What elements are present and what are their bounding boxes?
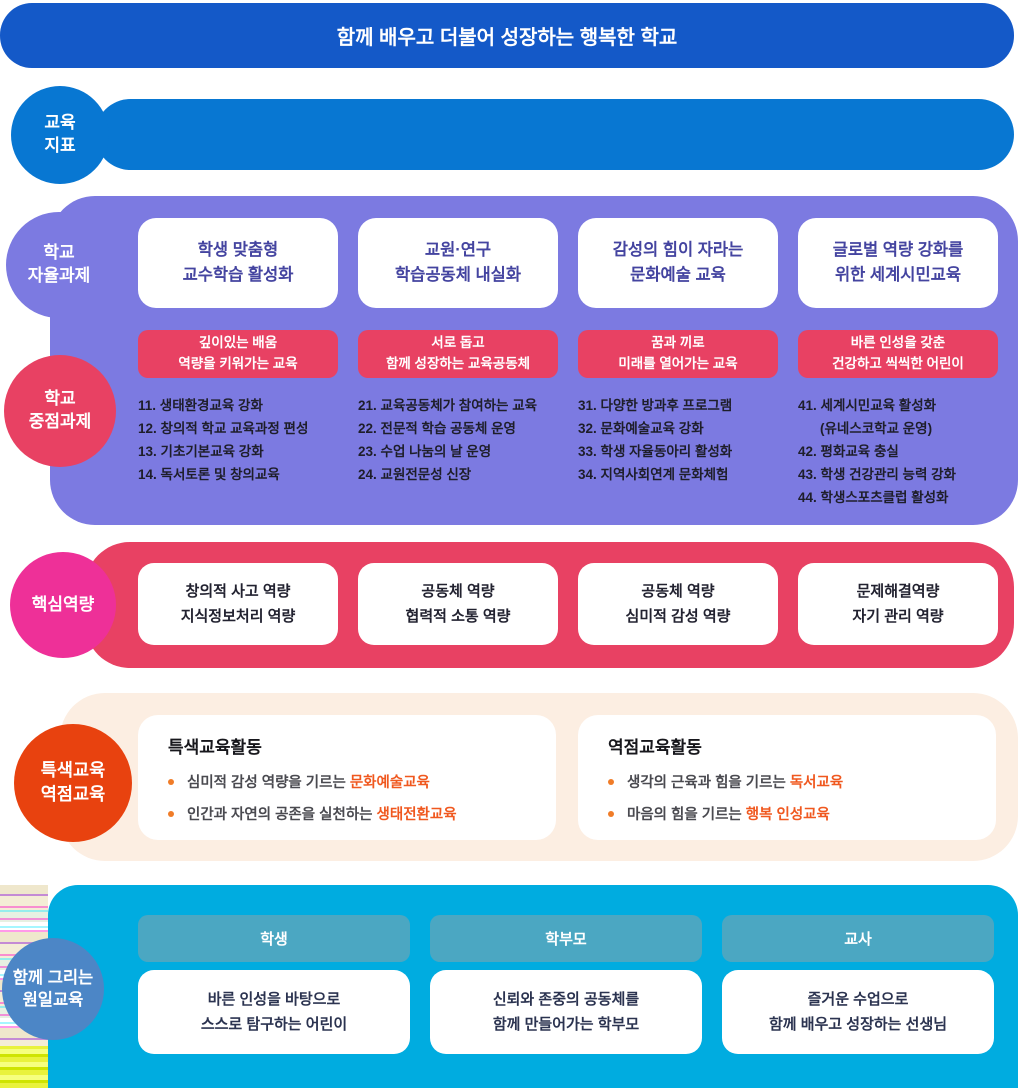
wonil-card-parent: 신뢰와 존중의 공동체를 함께 만들어가는 학부모 [430, 970, 702, 1054]
task-list-item: 32. 문화예술교육 강화 [578, 421, 704, 436]
education-indicator-bar [95, 99, 1014, 170]
bullet-dot-icon [168, 778, 174, 785]
glitch-artifact-yellow-band [0, 1046, 48, 1088]
task-list-item: (유네스코학교 운영) [820, 421, 933, 436]
school-autonomy-tasks-label: 학교 자율과제 [6, 212, 112, 318]
core-card-1: 창의적 사고 역량 지식정보처리 역량 [138, 563, 338, 645]
task-list-item: 14. 독서토론 및 창의교육 [138, 467, 280, 482]
task-card-3: 감성의 힘이 자라는 문화예술 교육 [578, 218, 778, 308]
autonomy-label-line2: 자율과제 [27, 266, 91, 285]
bullet-item: 생각의 근육과 힘을 기르는 독서교육 [608, 771, 996, 792]
task-banner-1: 깊이있는 배움 역량을 키워가는 교육 [138, 330, 338, 378]
task-list-item: 33. 학생 자율동아리 활성화 [578, 444, 733, 459]
emphasis-activities-heading: 역점교육활동 [608, 738, 702, 757]
task-card-3-line1: 감성의 힘이 자라는 [612, 241, 744, 260]
wonil-card-student: 바른 인성을 바탕으로 스스로 탐구하는 어린이 [138, 970, 410, 1054]
title-text: 함께 배우고 더불어 성장하는 행복한 학교 [336, 27, 678, 49]
focus-label-line1: 학교 [44, 389, 76, 409]
task-card-1: 학생 맞춤형 교수학습 활성화 [138, 218, 338, 308]
indicator-label-line2: 지표 [44, 136, 76, 155]
emphasis-activities-card: 역점교육활동 생각의 근육과 힘을 기르는 독서교육 마음의 힘을 기르는 행복… [578, 715, 996, 840]
task-list-item: 12. 창의적 학교 교육과정 편성 [138, 421, 309, 436]
special-activities-card: 특색교육활동 심미적 감성 역량을 기르는 문화예술교육 인간과 자연의 공존을… [138, 715, 556, 840]
task-banner-2: 서로 돕고 함께 성장하는 교육공동체 [358, 330, 558, 378]
wonil-card-teacher: 즐거운 수업으로 함께 배우고 성장하는 선생님 [722, 970, 994, 1054]
bullet-item: 인간과 자연의 공존을 실천하는 생태전환교육 [168, 803, 556, 824]
bullet-item: 마음의 힘을 기르는 행복 인성교육 [608, 803, 996, 824]
task-card-2-line2: 학습공동체 내실화 [394, 266, 522, 284]
bullet-dot-icon [608, 778, 614, 785]
task-list-item: 22. 전문적 학습 공동체 운영 [358, 421, 516, 436]
task-list-item: 41. 세계시민교육 활성화 [798, 398, 937, 413]
task-list-item: 21. 교육공동체가 참여하는 교육 [358, 398, 538, 413]
school-focus-tasks-label: 학교 중점과제 [4, 355, 116, 467]
task-list-3: 31. 다양한 방과후 프로그램 32. 문화예술교육 강화 33. 학생 자율… [578, 394, 792, 486]
task-card-1-line2: 교수학습 활성화 [182, 266, 294, 284]
task-list-item: 13. 기초기본교육 강화 [138, 444, 264, 459]
task-list-item: 43. 학생 건강관리 능력 강화 [798, 467, 956, 482]
task-list-item: 11. 생태환경교육 강화 [138, 398, 263, 413]
task-card-2-line1: 교원·연구 [424, 241, 492, 260]
task-list-item: 44. 학생스포츠클럽 활성화 [798, 490, 949, 505]
task-card-4-line1: 글로벌 역량 강화를 [832, 241, 964, 260]
task-list-4: 41. 세계시민교육 활성화 (유네스코학교 운영) 42. 평화교육 충실 4… [798, 394, 1012, 509]
task-list-item: 42. 평화교육 충실 [798, 444, 899, 459]
bullet-item: 심미적 감성 역량을 기르는 문화예술교육 [168, 771, 556, 792]
task-card-1-line1: 학생 맞춤형 [197, 241, 279, 260]
task-card-3-line2: 문화예술 교육 [630, 266, 726, 284]
education-indicator-label: 교육 지표 [11, 86, 109, 184]
bullet-dot-icon [168, 810, 174, 817]
focus-label-line2: 중점과제 [28, 412, 92, 431]
task-card-2: 교원·연구 학습공동체 내실화 [358, 218, 558, 308]
task-card-4: 글로벌 역량 강화를 위한 세계시민교육 [798, 218, 998, 308]
core-competencies-label: 핵심역량 [10, 552, 116, 658]
task-list-item: 31. 다양한 방과후 프로그램 [578, 398, 733, 413]
core-card-3: 공동체 역량 심미적 감성 역량 [578, 563, 778, 645]
task-list-item: 34. 지역사회연계 문화체험 [578, 467, 729, 482]
title-banner: 함께 배우고 더불어 성장하는 행복한 학교 [0, 3, 1014, 68]
task-list-item: 24. 교원전문성 신장 [358, 467, 472, 482]
wonil-header-student: 학생 [138, 915, 410, 962]
task-list-1: 11. 생태환경교육 강화 12. 창의적 학교 교육과정 편성 13. 기초기… [138, 394, 352, 486]
wonil-header-teacher: 교사 [722, 915, 994, 962]
task-list-item: 23. 수업 나눔의 날 운영 [358, 444, 492, 459]
task-banner-3: 꿈과 끼로 미래를 열어가는 교육 [578, 330, 778, 378]
task-list-2: 21. 교육공동체가 참여하는 교육 22. 전문적 학습 공동체 운영 23.… [358, 394, 572, 486]
autonomy-label-line1: 학교 [43, 243, 75, 263]
core-card-4: 문제해결역량 자기 관리 역량 [798, 563, 998, 645]
wonil-education-label: 함께 그리는 원일교육 [2, 938, 104, 1040]
bullet-dot-icon [608, 810, 614, 817]
task-banner-4: 바른 인성을 갖춘 건강하고 씩씩한 어린이 [798, 330, 998, 378]
task-card-4-line2: 위한 세계시민교육 [834, 266, 962, 284]
core-card-2: 공동체 역량 협력적 소통 역량 [358, 563, 558, 645]
special-activities-heading: 특색교육활동 [168, 738, 262, 757]
wonil-header-parent: 학부모 [430, 915, 702, 962]
special-education-label: 특색교육 역점교육 [14, 724, 132, 842]
indicator-label-line1: 교육 [44, 113, 76, 133]
